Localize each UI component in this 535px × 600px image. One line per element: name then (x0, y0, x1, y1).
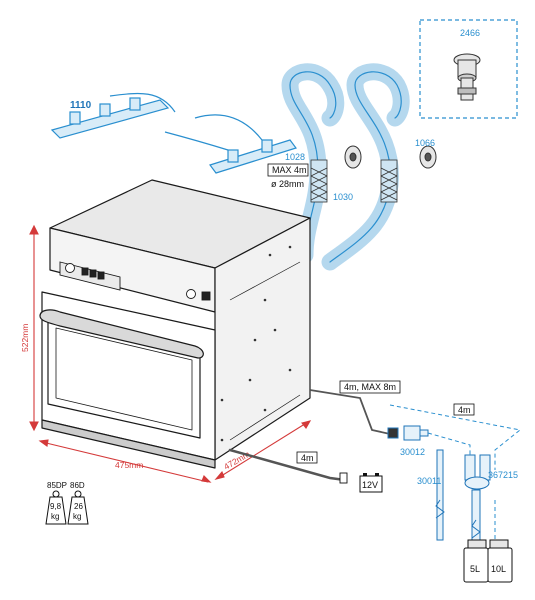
max-4m-label: MAX 4m (272, 165, 307, 175)
cable-4m-bottom-box (296, 451, 318, 464)
power-cable (228, 448, 347, 482)
weight-86d-model: 86D (70, 481, 85, 490)
cable-4m-max-8m-label: 4m, MAX 8m (344, 382, 396, 392)
side-screws (220, 245, 292, 442)
water-canisters (463, 539, 513, 583)
water-line (309, 389, 391, 435)
hose-1066-label: 1066 (415, 138, 435, 148)
hose-1030-label: 1030 (333, 192, 353, 202)
suction-lances (435, 449, 491, 541)
height-dimension: 522mm (20, 324, 30, 352)
cable-4m-bottom-label: 4m (301, 453, 314, 463)
part-30011-label: 30011 (417, 476, 441, 486)
weight-85dp-model: 85DP (47, 481, 67, 490)
accessory-2466-box: 2466 (419, 19, 518, 119)
cable-4m-max-8m-box (339, 380, 401, 394)
mount-rails-1110 (50, 92, 297, 174)
weight-86d: 86D 26 kg (67, 481, 89, 525)
canister-5l-label: 5L (470, 564, 480, 574)
valve-30012-label: 30012 (400, 447, 425, 457)
canister-10l-label: 10L (491, 564, 506, 574)
max-4m-box (267, 163, 309, 177)
battery-12v: 12V (359, 473, 383, 493)
weight-85dp-unit: kg (51, 512, 59, 521)
mount-1110-label: 1110 (70, 100, 92, 111)
hose-flanges (344, 145, 437, 169)
cable-4m-right-box (453, 403, 475, 416)
part-367215-label: 367215 (488, 470, 518, 480)
accessory-2466-fitting (453, 53, 481, 101)
weight-86d-value: 26 (74, 502, 83, 511)
accessory-2466-label: 2466 (460, 28, 480, 38)
hose-1028-label: 1028 (285, 152, 305, 162)
width-dimension: 475mm (115, 460, 143, 470)
diameter-label: ø 28mm (271, 179, 304, 189)
cable-4m-right-label: 4m (458, 405, 471, 415)
dashed-water-lines (389, 404, 522, 540)
voltage-12v-label: 12V (362, 480, 378, 490)
weight-86d-unit: kg (73, 512, 81, 521)
control-panel (59, 261, 211, 301)
dimension-lines (29, 224, 312, 483)
fuse-connector (339, 472, 348, 484)
weight-85dp-value: 9,8 (50, 502, 62, 511)
weight-85dp: 85DP 9,8 kg (45, 481, 67, 525)
solenoid-valve-30012 (387, 425, 429, 441)
hose-mesh-sections (310, 159, 398, 203)
oven-unit (39, 179, 311, 469)
